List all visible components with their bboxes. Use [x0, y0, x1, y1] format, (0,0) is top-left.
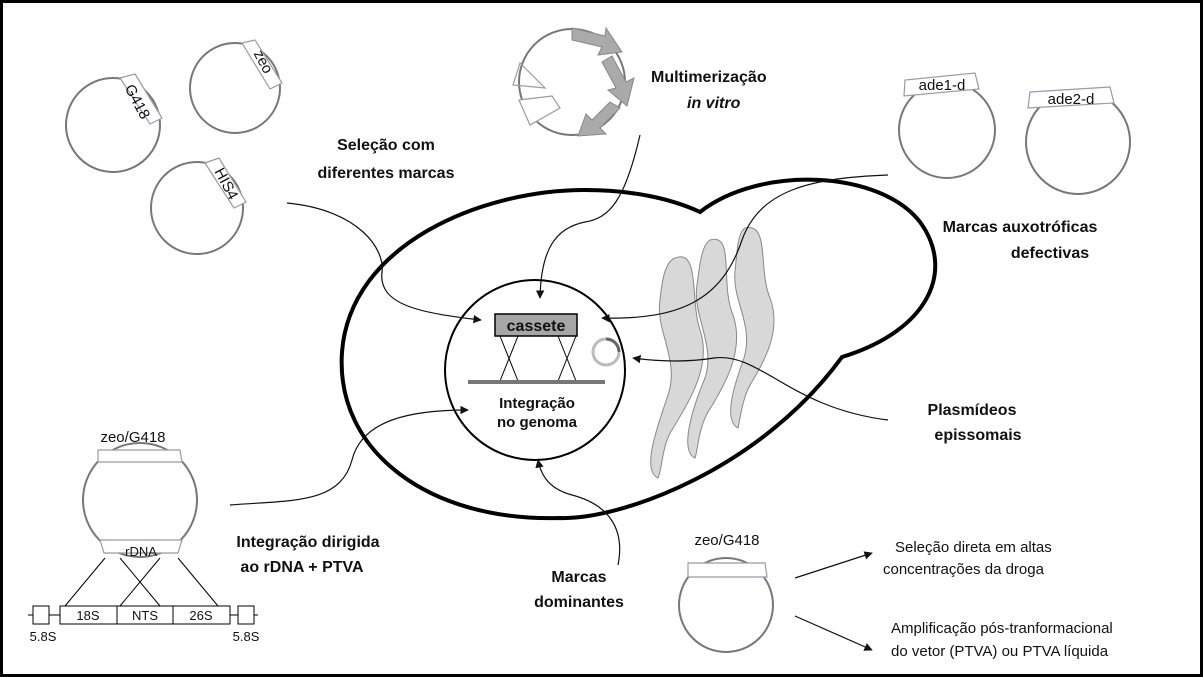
label-selecao-direta-line2: concentrações da droga	[883, 561, 1045, 578]
label-amplificacao-line1: Amplificação pós-tranformacional	[891, 620, 1113, 637]
organelle-shapes	[650, 227, 775, 479]
arrow-integracao-dirigida	[229, 405, 469, 506]
plasmid-ade1	[898, 72, 996, 179]
label-multimerizacao-line2: in vitro	[687, 95, 741, 112]
connector-arrows	[229, 134, 889, 651]
rdna-5-8s-left: 5.8S	[30, 629, 57, 644]
label-selecao-line2: diferentes marcas	[318, 165, 455, 182]
arrow-auxotroficas	[601, 174, 889, 323]
arrow-marcas-dominantes	[535, 459, 621, 566]
rdna-locus	[28, 605, 258, 625]
label-selecao-direta-line1: Seleção direta em altas	[895, 539, 1052, 556]
cassette-box	[494, 313, 578, 337]
label-auxotroficas-line2: defectivas	[1011, 245, 1089, 262]
label-multimerizacao-line1: Multimerização	[651, 69, 767, 86]
nucleus	[444, 279, 626, 461]
label-selecao-line1: Seleção com	[337, 137, 435, 154]
arrow-selecao	[286, 202, 482, 324]
rdna-26s: 26S	[189, 608, 212, 623]
label-plasmideos-line1: Plasmídeos	[928, 402, 1017, 419]
plasmid-his4	[150, 157, 247, 255]
plasmid-multimer	[512, 26, 635, 137]
marker-ade1: ade1-d	[919, 77, 966, 94]
marker-rdna: rDNA	[125, 544, 157, 559]
marker-zeo-g418-right: zeo/G418	[694, 532, 759, 549]
integracao-genoma-line2: no genoma	[497, 414, 578, 431]
yeast-cell-outline	[339, 177, 938, 521]
rdna-crossover-lines	[64, 557, 219, 607]
plasmid-g418	[65, 73, 163, 173]
arrow-plasmideos	[632, 354, 889, 421]
label-integracao-dirigida-line1: Integração dirigida	[236, 534, 379, 551]
plasmid-rdna	[82, 442, 198, 558]
plasmid-zeo	[189, 39, 283, 134]
episomal-plasmid	[591, 337, 621, 367]
plasmid-ade2	[1025, 86, 1131, 195]
label-marcas-dominantes-line1: Marcas	[551, 569, 606, 586]
label-amplificacao-line2: do vetor (PTVA) ou PTVA líquida	[891, 643, 1109, 660]
arrow-multimerizacao	[535, 134, 641, 299]
label-integracao-dirigida-line2: ao rDNA + PTVA	[240, 559, 364, 576]
plasmid-zeo-g418-right	[678, 557, 774, 653]
rdna-5-8s-right: 5.8S	[233, 629, 260, 644]
arrow-selecao-direta	[794, 551, 873, 579]
rdna-18s: 18S	[76, 608, 99, 623]
marker-ade2: ade2-d	[1048, 91, 1095, 108]
label-plasmideos-line2: epissomais	[934, 427, 1021, 444]
genome-bar	[468, 380, 605, 384]
cassette-label: cassete	[507, 318, 566, 335]
cassette-crossover-lines	[499, 335, 577, 382]
marker-zeo-g418-left: zeo/G418	[100, 429, 165, 446]
rdna-nts: NTS	[132, 608, 158, 623]
integracao-genoma-line1: Integração	[499, 395, 575, 412]
arrow-amplificacao	[794, 615, 873, 651]
label-marcas-dominantes-line2: dominantes	[534, 594, 624, 611]
label-auxotroficas-line1: Marcas auxotróficas	[943, 219, 1098, 236]
